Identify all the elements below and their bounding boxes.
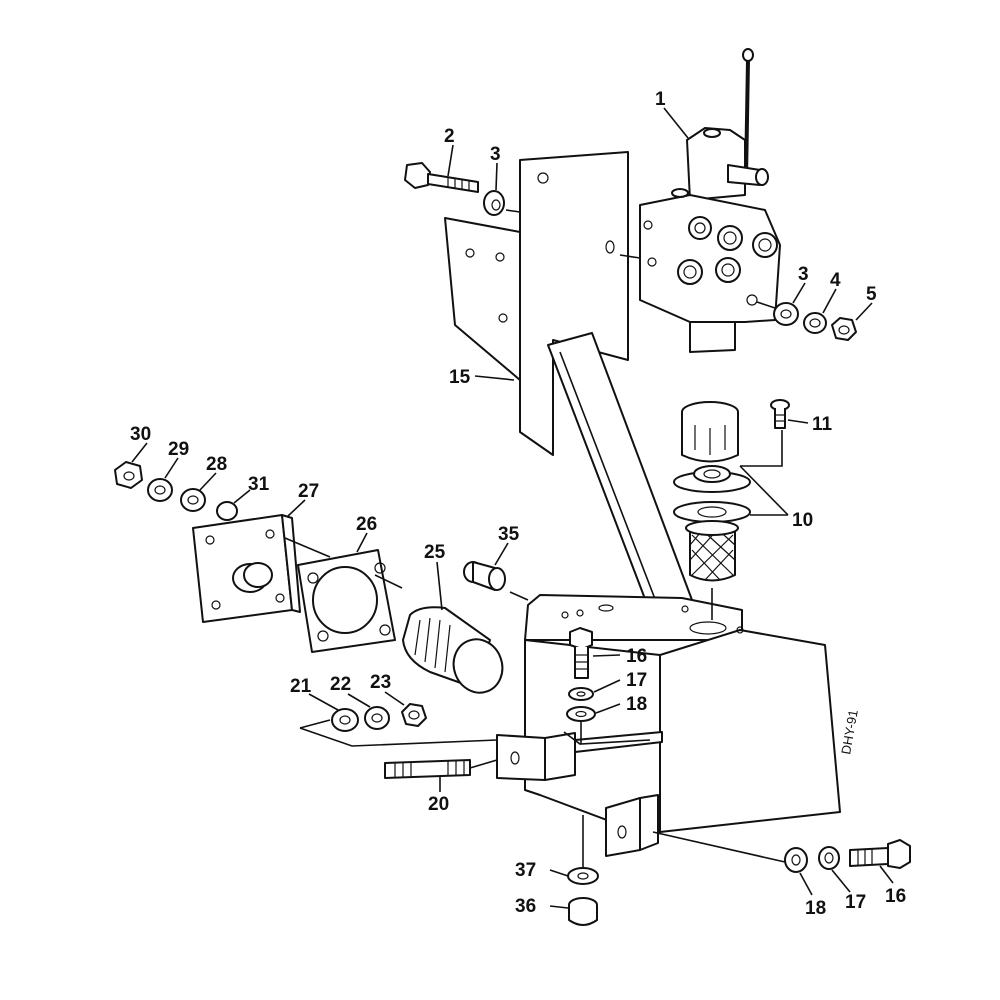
callout-17: 17 bbox=[626, 670, 647, 691]
o-ring bbox=[216, 501, 238, 521]
callout-20: 20 bbox=[428, 794, 449, 815]
callout-labels: 1 2 3 3 4 5 11 10 15 30 29 28 31 27 26 2… bbox=[130, 89, 906, 919]
filter-cover bbox=[192, 514, 301, 623]
washer bbox=[567, 867, 599, 885]
callout-16: 16 bbox=[626, 646, 647, 667]
callout-29: 29 bbox=[168, 439, 189, 460]
lock-washer bbox=[803, 312, 827, 334]
washer bbox=[566, 706, 596, 722]
assembly-lines bbox=[284, 254, 789, 867]
callout-27: 27 bbox=[298, 481, 319, 502]
callout-22: 22 bbox=[330, 674, 351, 695]
fitting bbox=[463, 561, 506, 591]
callout-4: 4 bbox=[830, 270, 841, 291]
bolt bbox=[849, 839, 911, 869]
washer bbox=[773, 302, 799, 326]
callout-2: 2 bbox=[444, 126, 455, 147]
callout-23: 23 bbox=[370, 672, 391, 693]
callout-21: 21 bbox=[290, 676, 312, 697]
lock-washer bbox=[818, 846, 840, 870]
callout-10: 10 bbox=[792, 510, 813, 531]
control-valve bbox=[639, 48, 781, 353]
filter-element bbox=[402, 606, 504, 694]
callout-25: 25 bbox=[424, 542, 446, 563]
callout-28: 28 bbox=[206, 454, 227, 475]
callout-11: 11 bbox=[812, 414, 833, 435]
washer bbox=[180, 488, 206, 512]
callout-18: 18 bbox=[805, 898, 826, 919]
bolt bbox=[569, 627, 593, 679]
filler-neck bbox=[673, 465, 751, 493]
screw bbox=[770, 399, 790, 429]
support-arm bbox=[547, 332, 693, 613]
callout-1: 1 bbox=[655, 89, 666, 110]
callout-26: 26 bbox=[356, 514, 377, 535]
oil-tank: DHY-91 bbox=[524, 594, 861, 839]
callout-18: 18 bbox=[626, 694, 647, 715]
lock-washer bbox=[364, 706, 390, 730]
filler-cap bbox=[681, 401, 739, 463]
lock-washer bbox=[568, 687, 594, 701]
washer bbox=[483, 190, 505, 216]
mounting-bolt bbox=[404, 162, 479, 193]
callout-37: 37 bbox=[515, 860, 536, 881]
callout-3: 3 bbox=[798, 264, 809, 285]
callout-17: 17 bbox=[845, 892, 866, 913]
callout-5: 5 bbox=[866, 284, 877, 305]
callout-3: 3 bbox=[490, 144, 501, 165]
callout-31: 31 bbox=[248, 474, 270, 495]
nut bbox=[401, 703, 427, 727]
callout-35: 35 bbox=[498, 524, 520, 545]
strainer-screen bbox=[673, 501, 751, 582]
lock-washer bbox=[147, 478, 173, 502]
callout-leaders bbox=[131, 107, 894, 909]
mounting-plate bbox=[444, 151, 629, 456]
callout-30: 30 bbox=[130, 424, 151, 445]
drawing-code: DHY-91 bbox=[838, 709, 861, 756]
callout-16: 16 bbox=[885, 886, 906, 907]
nut bbox=[568, 897, 598, 926]
gasket bbox=[297, 549, 396, 653]
stud bbox=[384, 759, 471, 779]
nut bbox=[114, 461, 143, 489]
callout-15: 15 bbox=[449, 367, 471, 388]
washer bbox=[331, 708, 359, 732]
nut bbox=[831, 317, 857, 341]
callout-36: 36 bbox=[515, 896, 536, 917]
washer bbox=[784, 847, 808, 873]
